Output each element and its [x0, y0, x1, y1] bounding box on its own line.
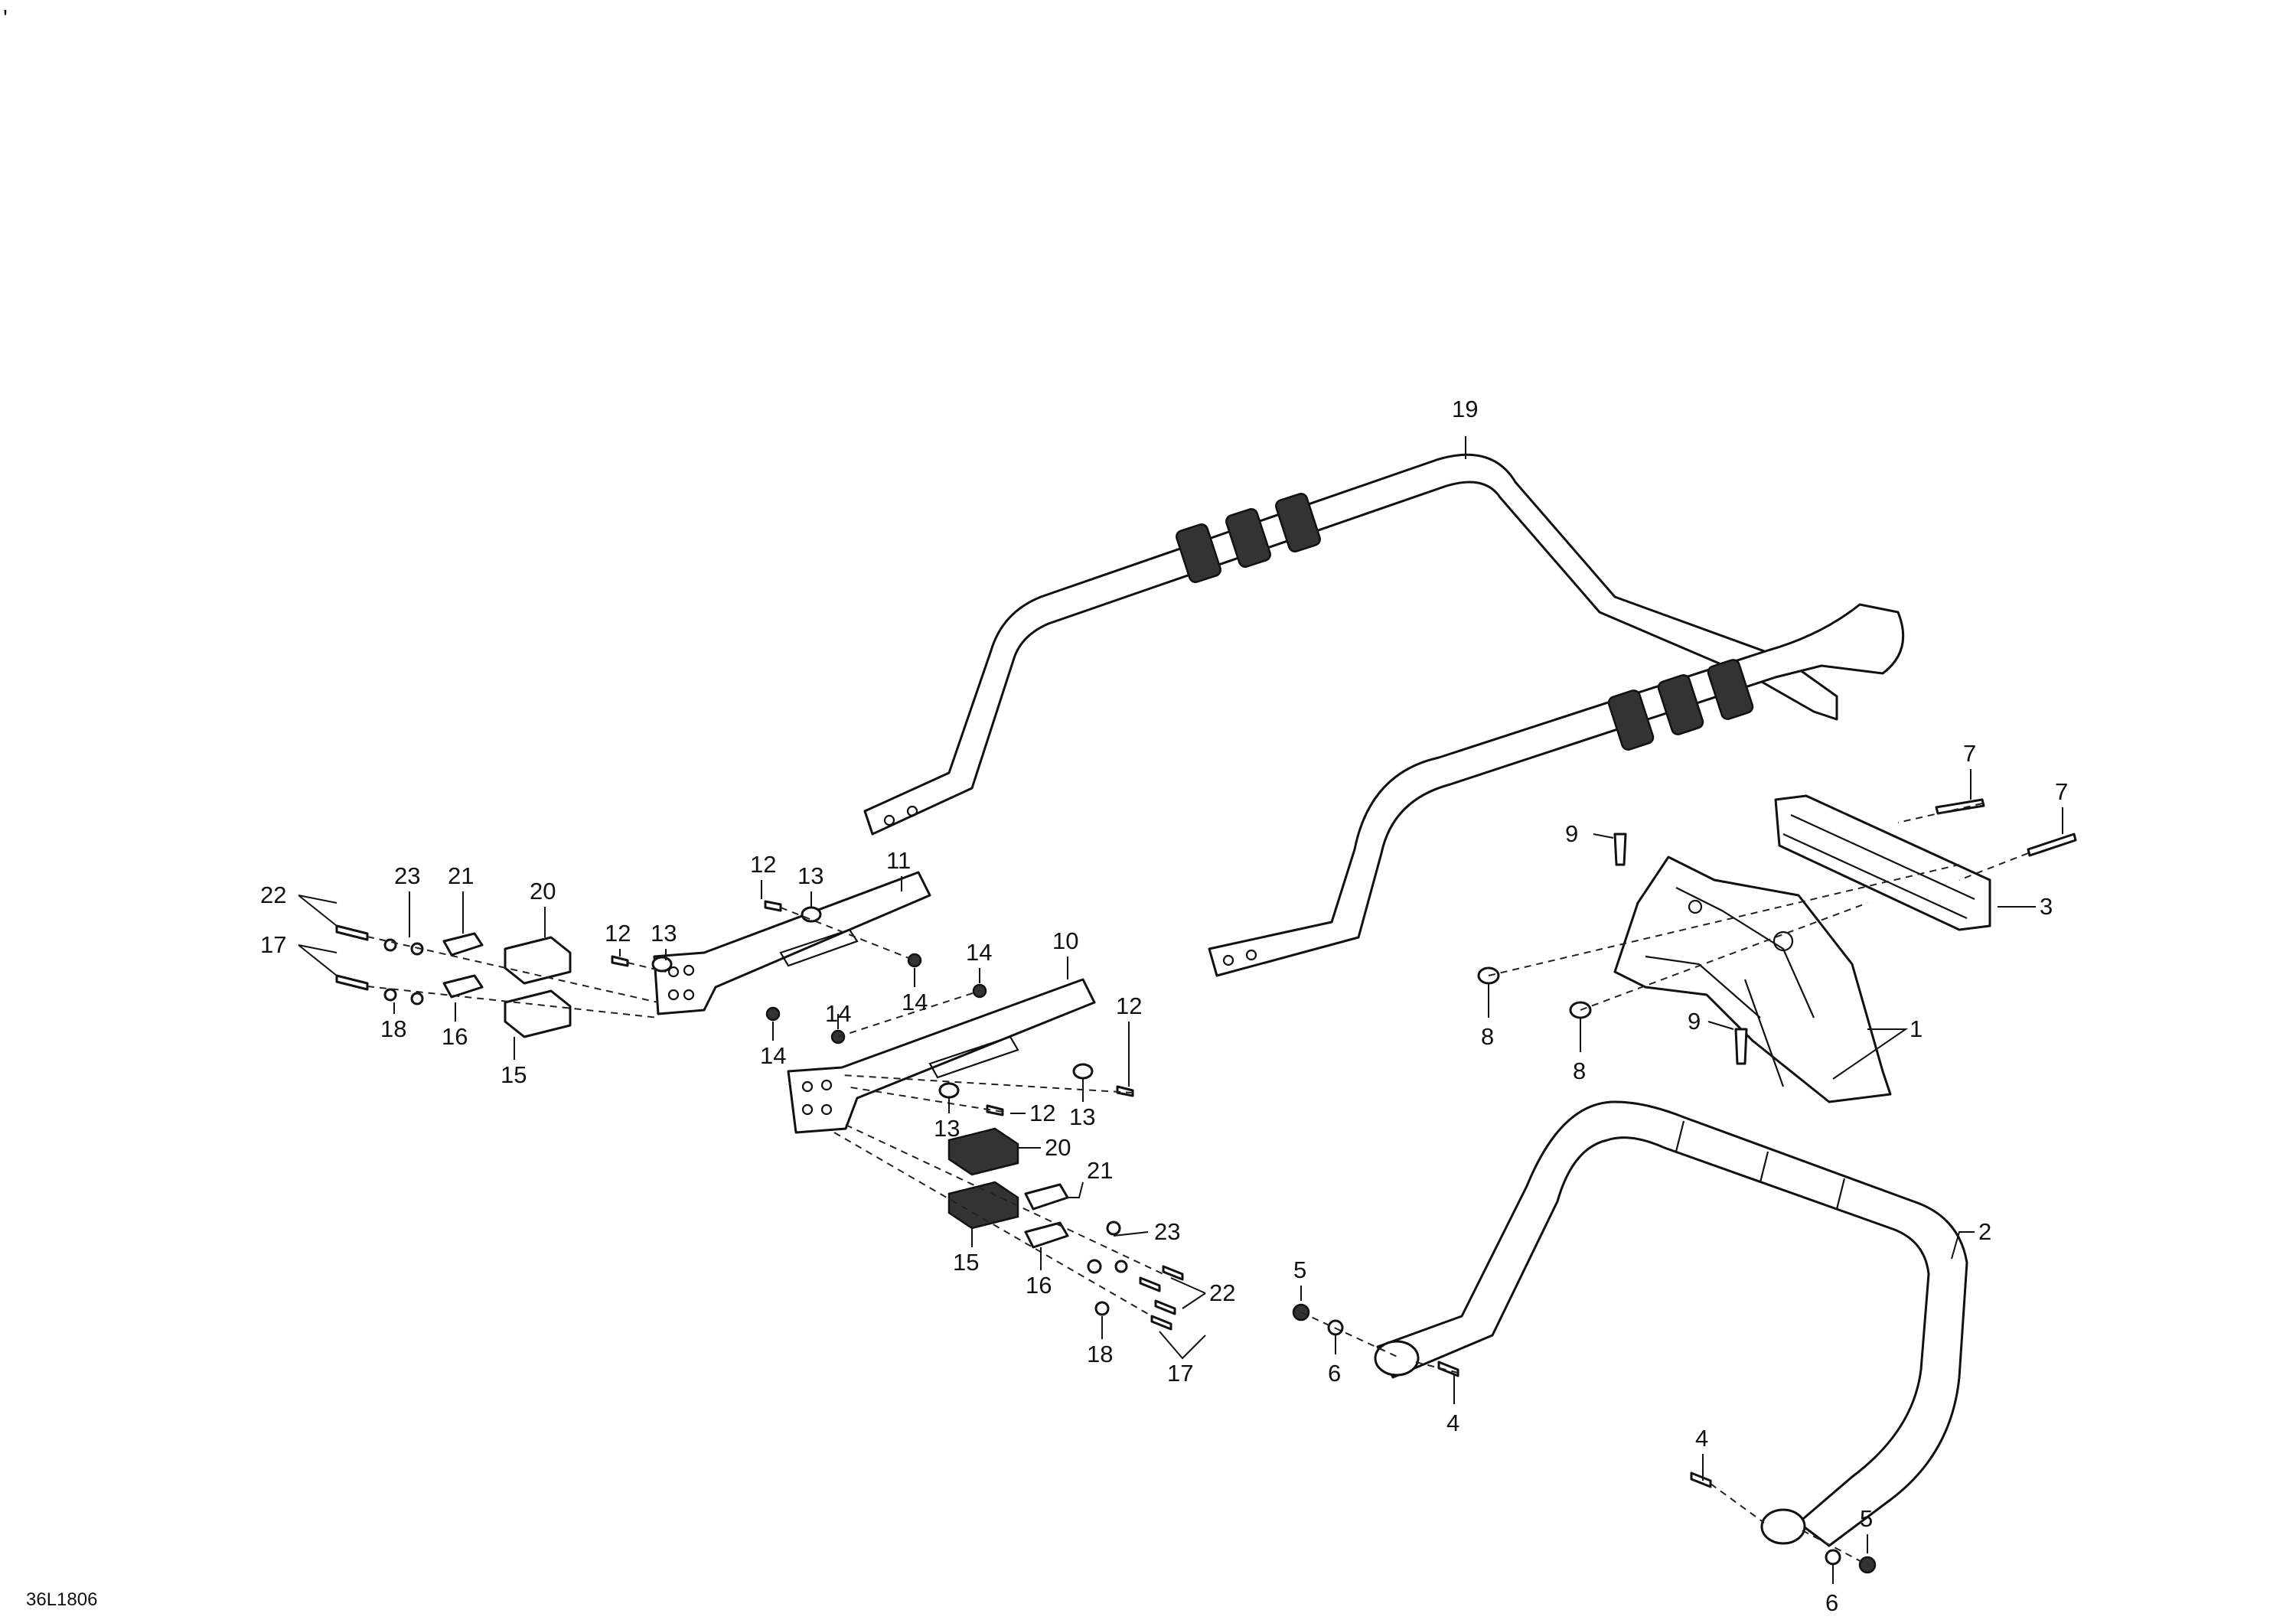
pivot-sleeve-right [1760, 1508, 1806, 1545]
callout-8-b: 8 [1573, 1058, 1586, 1084]
callout-14-a: 14 [902, 989, 928, 1015]
mounting-bracket-11[interactable] [653, 871, 931, 1015]
callout-13-a: 13 [797, 862, 823, 889]
callout-15-b: 15 [953, 1249, 979, 1276]
block-15-left[interactable] [504, 989, 572, 1038]
callout-5-b: 5 [1860, 1505, 1873, 1532]
callout-22-b: 22 [1209, 1279, 1235, 1306]
callout-21-b: 21 [1087, 1157, 1113, 1184]
callout-22-a: 22 [260, 882, 286, 908]
plate-16-right[interactable] [1024, 1221, 1069, 1249]
drawing-code: 36L1806 [26, 1589, 97, 1610]
roll-bar-lower[interactable] [1374, 1100, 1968, 1547]
callout-21-a: 21 [448, 862, 474, 889]
plate-21-right[interactable] [1024, 1183, 1069, 1211]
callout-13-c: 13 [1069, 1103, 1095, 1130]
block-20-left[interactable] [504, 936, 572, 985]
callout-5-a: 5 [1293, 1256, 1306, 1283]
clamp-upper-rear-3 [1275, 493, 1321, 552]
callout-23-a: 23 [394, 862, 420, 889]
clamp-upper-front-3 [1707, 659, 1754, 720]
roll-bar-upper[interactable] [863, 453, 1905, 977]
callout-17-b: 17 [1167, 1360, 1193, 1387]
support-bracket[interactable] [1613, 855, 1892, 1103]
callout-12-c: 12 [1116, 992, 1142, 1019]
callout-14-c: 14 [760, 1042, 786, 1069]
callout-13-d: 13 [934, 1115, 960, 1142]
crossmember-channel[interactable] [1774, 794, 1991, 931]
leader-lines [298, 436, 2063, 1584]
callout-12-a: 12 [750, 851, 776, 878]
callout-12-b: 12 [605, 920, 631, 947]
block-20-right[interactable] [947, 1127, 1019, 1176]
callout-13-b: 13 [651, 920, 677, 947]
corner-mark: ' [3, 5, 8, 31]
callout-3: 3 [2040, 893, 2053, 920]
callout-6-a: 6 [1328, 1360, 1341, 1387]
clamp-upper-front-1 [1607, 689, 1655, 751]
callout-16-b: 16 [1026, 1272, 1052, 1299]
callout-15-a: 15 [501, 1061, 527, 1088]
callout-11: 11 [886, 847, 911, 874]
pivot-sleeve-left [1374, 1340, 1420, 1377]
assembly-lines [367, 803, 2029, 1566]
callout-18-b: 18 [1087, 1341, 1113, 1367]
callout-7-a: 7 [1963, 740, 1976, 767]
callout-14-b: 14 [966, 939, 992, 966]
callout-7-b: 7 [2055, 778, 2068, 805]
callout-17-a: 17 [260, 931, 286, 958]
callout-labels: 19 1 2 3 7 7 9 9 8 8 5 6 4 4 5 6 12 13 1… [260, 396, 2068, 1616]
callout-9-b: 9 [1688, 1008, 1701, 1035]
callout-16-a: 16 [442, 1023, 468, 1050]
callout-20-b: 20 [1045, 1134, 1071, 1161]
callout-2: 2 [1978, 1218, 1991, 1245]
callout-4-b: 4 [1695, 1425, 1708, 1452]
callout-10: 10 [1052, 927, 1078, 954]
callout-14-d: 14 [825, 1000, 851, 1027]
callout-1: 1 [1910, 1015, 1923, 1042]
block-15-right[interactable] [947, 1181, 1019, 1230]
plate-16-left[interactable] [442, 974, 484, 999]
callout-18-a: 18 [380, 1015, 406, 1042]
clamp-upper-rear-1 [1176, 523, 1221, 583]
callout-4-a: 4 [1446, 1410, 1459, 1436]
clamp-upper-front-2 [1657, 674, 1704, 735]
callout-20-a: 20 [530, 878, 556, 904]
mounting-bracket-10[interactable] [787, 978, 1096, 1134]
clamp-upper-rear-2 [1225, 508, 1271, 568]
plate-21-left[interactable] [442, 932, 484, 957]
callout-6-b: 6 [1825, 1589, 1838, 1616]
callout-19: 19 [1452, 396, 1478, 422]
callout-8-a: 8 [1481, 1023, 1494, 1050]
callout-12-d: 12 [1029, 1100, 1055, 1126]
callout-23-b: 23 [1154, 1218, 1180, 1245]
callout-9-a: 9 [1565, 820, 1578, 847]
